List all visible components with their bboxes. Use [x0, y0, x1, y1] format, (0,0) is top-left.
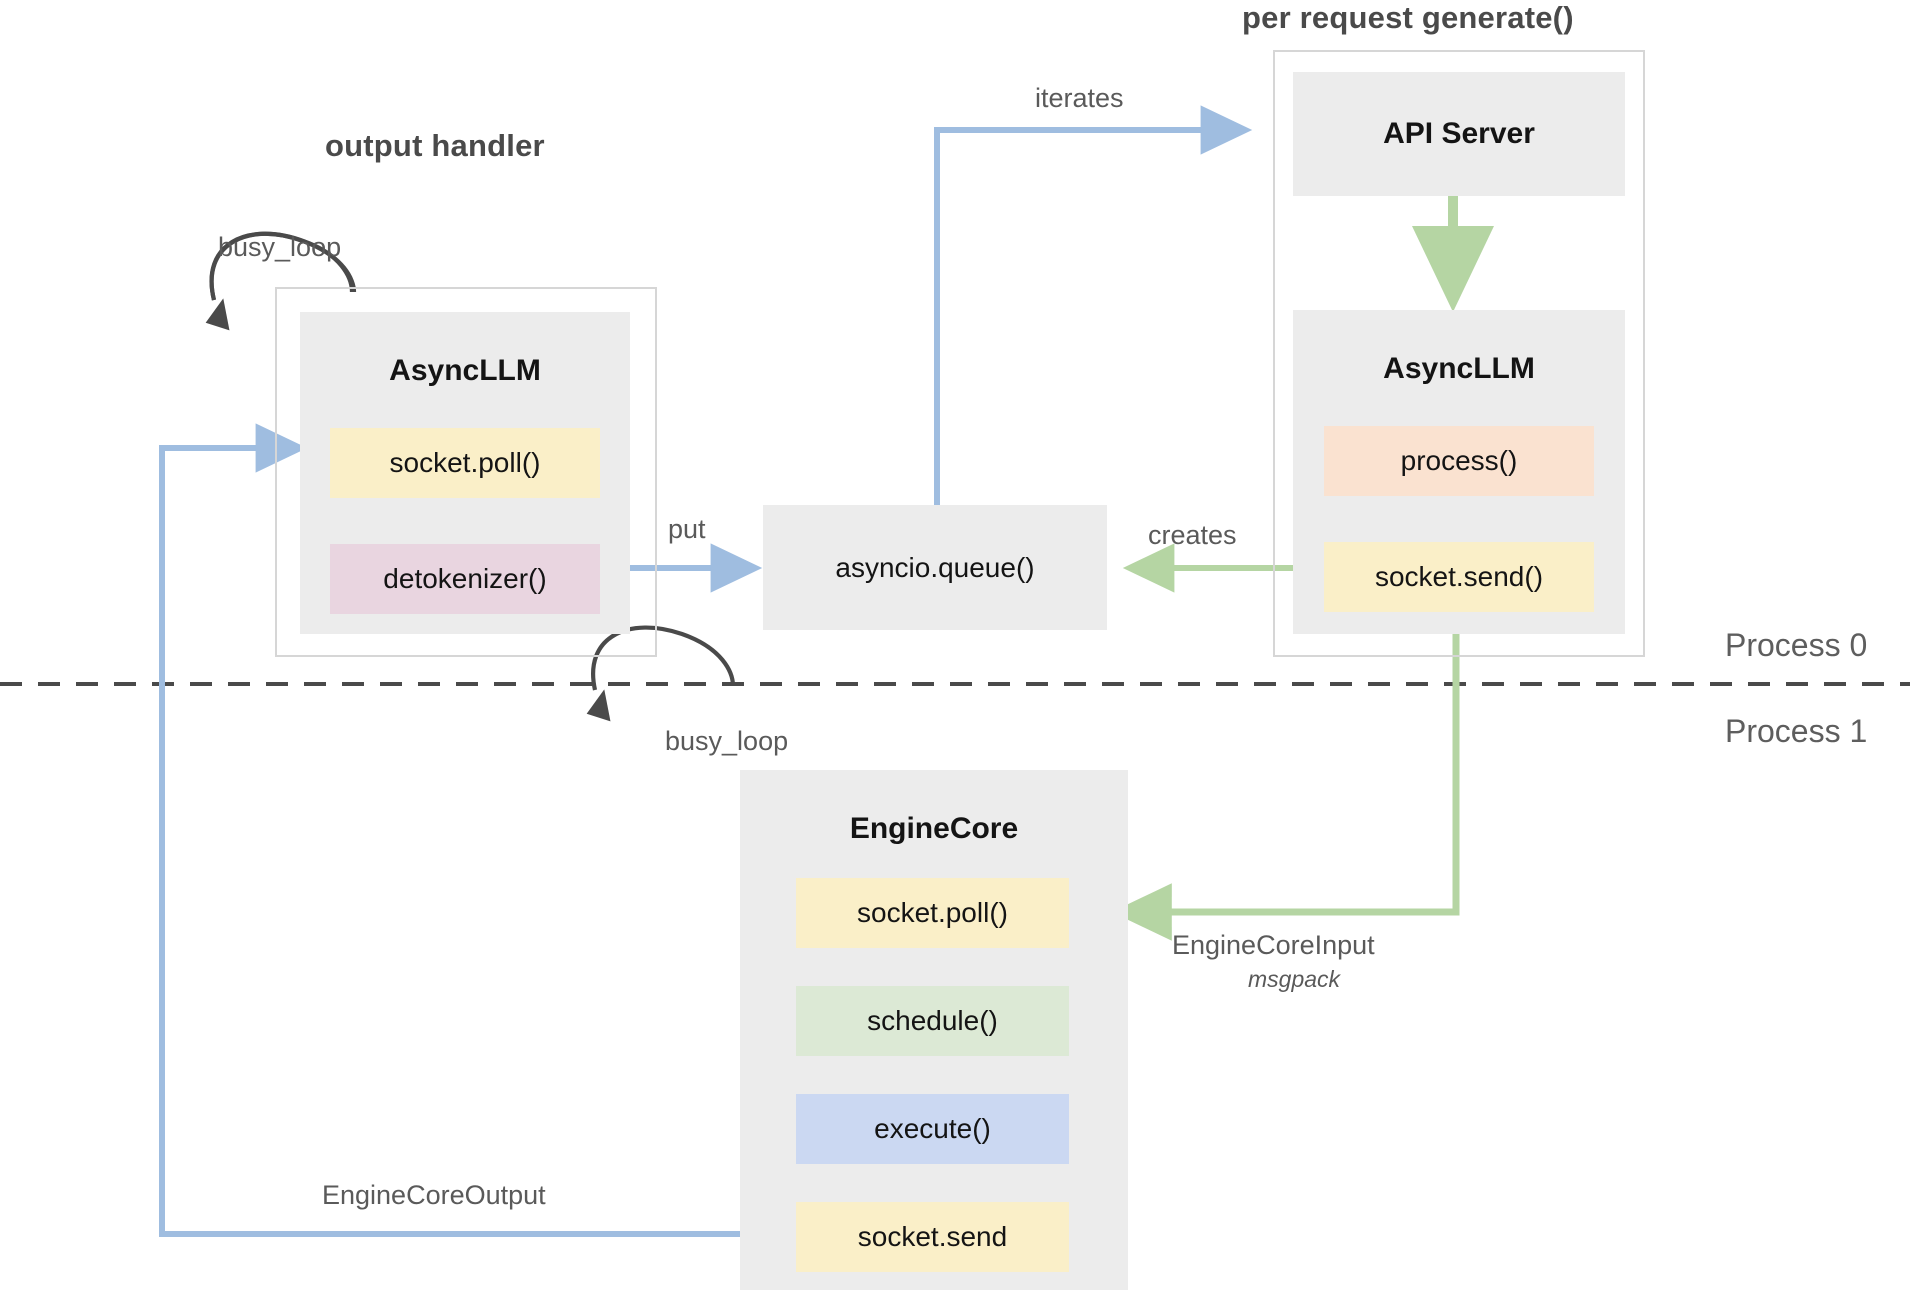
- arrow-iterates: [934, 105, 1253, 505]
- busy-loop-arrowhead-top: [205, 298, 230, 331]
- slot-asyncllm-left-detokenizer[interactable]: detokenizer(): [330, 544, 600, 614]
- slot-asyncllm-right-process[interactable]: process(): [1324, 426, 1594, 496]
- module-title-enginecore: EngineCore: [849, 812, 1019, 845]
- module-title-asyncllm-left: AsyncLLM: [389, 354, 541, 387]
- module-asyncio-queue[interactable]: asyncio.queue(): [763, 505, 1107, 630]
- slot-enginecore-execute[interactable]: execute(): [796, 1094, 1069, 1164]
- label-engine-core-output: EngineCoreOutput: [322, 1180, 546, 1210]
- module-enginecore[interactable]: EngineCore socket.poll() schedule() exec…: [740, 770, 1128, 1290]
- label-busy-loop-top: busy_loop: [218, 232, 342, 262]
- slot-label: socket.poll(): [389, 447, 541, 478]
- label-process-0: Process 0: [1725, 627, 1868, 663]
- module-title-asyncllm-right: AsyncLLM: [1383, 352, 1535, 385]
- slot-enginecore-schedule[interactable]: schedule(): [796, 986, 1069, 1056]
- slot-label: socket.send: [857, 1221, 1008, 1252]
- slot-enginecore-socket-send[interactable]: socket.send: [796, 1202, 1069, 1272]
- label-process-1: Process 1: [1725, 713, 1868, 749]
- module-asyncllm-left[interactable]: AsyncLLM socket.poll() detokenizer(): [300, 312, 630, 634]
- slot-label: process(): [1400, 445, 1518, 476]
- per-request-generate-outer-box: [1273, 50, 1645, 657]
- label-iterates: iterates: [1035, 83, 1124, 113]
- slot-label: detokenizer(): [383, 563, 547, 594]
- label-engine-core-input: EngineCoreInput: [1172, 930, 1375, 960]
- module-api-server[interactable]: API Server: [1293, 72, 1625, 196]
- group-title-output-handler: output handler: [325, 128, 545, 163]
- label-put: put: [668, 514, 706, 544]
- slot-label: socket.poll(): [857, 897, 1008, 928]
- slot-label: socket.send(): [1374, 561, 1544, 592]
- label-creates: creates: [1148, 520, 1237, 550]
- api-server-label-wrap: API Server: [1293, 72, 1625, 196]
- slot-enginecore-socket-poll[interactable]: socket.poll(): [796, 878, 1069, 948]
- output-handler-outer-box: [275, 287, 657, 657]
- module-title-asyncio-queue: asyncio.queue(): [835, 551, 1035, 583]
- slot-asyncllm-right-socket-send[interactable]: socket.send(): [1324, 542, 1594, 612]
- busy-loop-arrowhead-bottom: [586, 689, 611, 722]
- slot-asyncllm-left-socket-poll[interactable]: socket.poll(): [330, 428, 600, 498]
- group-title-per-request-generate: per request generate(): [1242, 0, 1574, 35]
- slot-label: schedule(): [867, 1005, 998, 1036]
- label-busy-loop-bottom: busy_loop: [665, 726, 789, 756]
- label-engine-core-input-format: msgpack: [1248, 966, 1341, 992]
- asyncio-queue-label-wrap: asyncio.queue(): [763, 505, 1107, 630]
- slot-label: execute(): [874, 1113, 991, 1144]
- module-asyncllm-right[interactable]: AsyncLLM process() socket.send(): [1293, 310, 1625, 634]
- module-title-api-server: API Server: [1383, 117, 1535, 150]
